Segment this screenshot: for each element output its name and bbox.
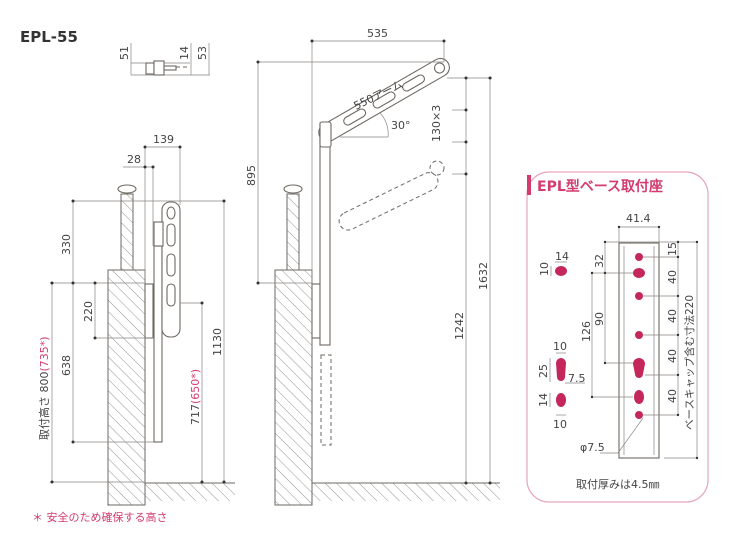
dim-1130: 1130	[211, 328, 224, 356]
model-title: EPL-55	[20, 28, 78, 46]
stored-view: 139 28 330 220 638 取付高さ 800(735*) 717(65…	[37, 133, 235, 506]
mount-height-label: 取付高さ 800(735*)	[37, 336, 51, 440]
hole-b-7-5: 7.5	[568, 372, 586, 385]
dim-40-a: 40	[666, 270, 679, 284]
angle-30: 30°	[391, 119, 411, 132]
footnote: ＊ 安全のため確保する高さ	[32, 510, 168, 524]
dim-126: 126	[580, 321, 593, 342]
open-view: 550アーム 30° 535 895 130×3 1242 1632	[245, 27, 500, 506]
dim-638: 638	[60, 355, 73, 376]
hole-c-14: 14	[537, 393, 550, 407]
dim-130x3: 130×3	[430, 105, 443, 142]
base-panel: EPL型ベース取付座 41.4 15 40 40 40 40 ベースキャップ含む…	[526, 171, 709, 503]
dim-1242: 1242	[453, 312, 466, 340]
dim-139: 139	[153, 133, 174, 146]
dim-14: 14	[178, 46, 191, 60]
dim-28: 28	[127, 153, 141, 166]
dim-51: 51	[118, 46, 131, 60]
dim-phi-7-5: φ7.5	[580, 441, 605, 454]
dim-717: 717(650*)	[189, 369, 202, 425]
hole-a-14: 14	[555, 250, 569, 263]
top-view: 51 14 53	[118, 43, 210, 76]
dim-90: 90	[593, 312, 606, 326]
dim-220-total: ベースキャップ含む寸法220	[683, 295, 696, 430]
dim-53: 53	[196, 46, 209, 60]
dim-40-c: 40	[666, 349, 679, 363]
base-panel-title: EPL型ベース取付座	[537, 178, 663, 195]
dim-895: 895	[245, 165, 258, 186]
hole-b-10: 10	[553, 340, 567, 353]
thickness-note: 取付厚みは4.5㎜	[576, 478, 660, 491]
dim-40-d: 40	[666, 389, 679, 403]
dim-535: 535	[367, 27, 388, 40]
dim-40-b: 40	[666, 309, 679, 323]
dim-1632: 1632	[477, 262, 490, 290]
dim-32: 32	[593, 254, 606, 268]
hole-c-10: 10	[553, 418, 567, 431]
hole-a-10: 10	[538, 262, 551, 276]
dim-330: 330	[60, 234, 73, 255]
hole-b-25: 25	[537, 364, 550, 378]
dim-15: 15	[666, 242, 679, 256]
dim-41-4: 41.4	[626, 212, 651, 225]
dim-220: 220	[82, 301, 95, 322]
